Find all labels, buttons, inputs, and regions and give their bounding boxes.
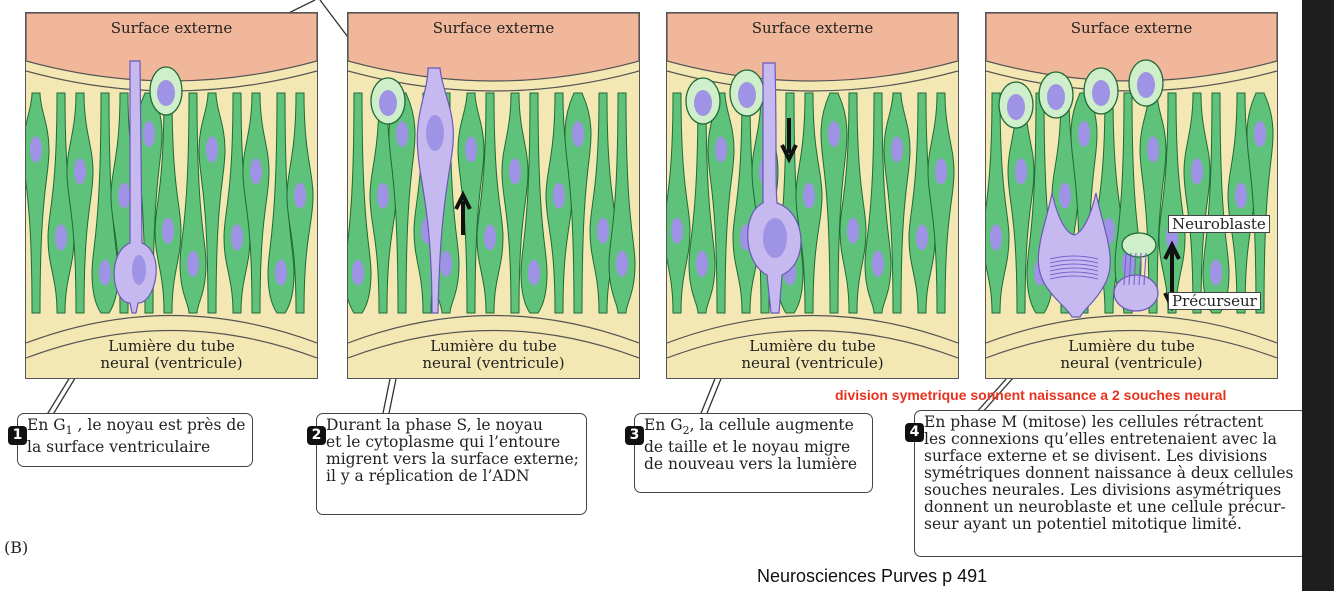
lumen-label: Lumière du tube neural (ventricule) <box>100 337 243 372</box>
lumen-label: Lumière du tube neural (ventricule) <box>741 337 884 372</box>
panel-g2: Surface externe Lumière du tube neural (… <box>666 12 959 379</box>
lumen-label: Lumière du tube neural (ventricule) <box>1060 337 1203 372</box>
panel-m-phase: Surface externe Lumière du tube neural (… <box>985 12 1278 379</box>
outer-surface-label: Surface externe <box>110 19 233 37</box>
neuroblast-label: Neuroblaste <box>1168 215 1270 233</box>
panel-art <box>986 13 1277 378</box>
panel-g1: Surface externe Lumière du tube neural (… <box>25 12 318 379</box>
figure-label: (B) <box>4 538 29 557</box>
panel-s-phase: Surface externe Lumière du tube neural (… <box>347 12 640 379</box>
step-number-badge: 4 <box>905 423 924 442</box>
panel-art <box>348 13 639 378</box>
step-number-badge: 2 <box>307 426 326 445</box>
window-edge <box>1302 0 1334 591</box>
panel-art <box>26 13 317 378</box>
handwritten-annotation: division symetrique sonnent naissance a … <box>835 387 1227 403</box>
lumen-label: Lumière du tube neural (ventricule) <box>422 337 565 372</box>
step-2-callout: 2 Durant la phase S, le noyau et le cyto… <box>307 413 587 515</box>
panel-art <box>667 13 958 378</box>
outer-surface-label: Surface externe <box>432 19 555 37</box>
step-3-callout: 3 En G2, la cellule augmente de taille e… <box>625 413 873 493</box>
outer-surface-label: Surface externe <box>751 19 874 37</box>
citation-text: Neurosciences Purves p 491 <box>757 566 988 586</box>
precursor-label: Précurseur <box>1168 292 1261 310</box>
step-4-callout: 4 En phase M (mitose) les cellules rétra… <box>905 410 1307 557</box>
step-1-callout: 1 En G1 , le noyau est près de la surfac… <box>8 413 253 467</box>
step-number-badge: 1 <box>8 426 27 445</box>
step-number-badge: 3 <box>625 426 644 445</box>
outer-surface-label: Surface externe <box>1070 19 1193 37</box>
